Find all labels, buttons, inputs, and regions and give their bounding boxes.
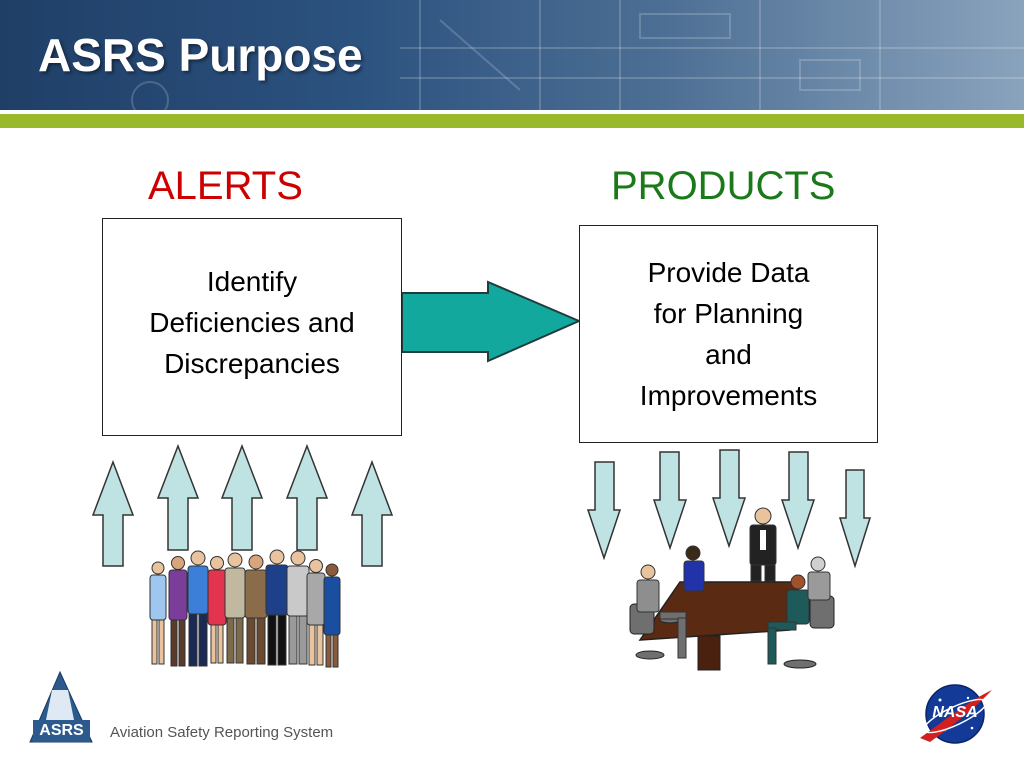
person-figure (286, 550, 310, 665)
footer-text: Aviation Safety Reporting System (110, 724, 334, 741)
down-arrow-2 (652, 451, 688, 551)
down-arrow-5 (838, 469, 872, 569)
person-figure (224, 552, 246, 664)
products-box-text: Provide Data for Planning and Improvemen… (639, 257, 818, 411)
header-divider-gap (0, 110, 1024, 114)
nasa-logo-text: NASA (932, 704, 978, 721)
alerts-box: Identify Deficiencies and Discrepancies (102, 218, 402, 436)
main-flow-arrow (401, 280, 582, 363)
up-arrow-1 (91, 459, 135, 567)
down-arrow-4 (780, 451, 816, 551)
page-title: ASRS Purpose (38, 29, 363, 81)
header-background-texture (131, 0, 1024, 110)
person-figure (807, 556, 831, 601)
person-figure (149, 561, 167, 665)
alerts-heading: ALERTS (148, 164, 303, 208)
asrs-logo-text: ASRS (39, 722, 84, 739)
alerts-box-text: Identify Deficiencies and Discrepancies (149, 266, 355, 379)
person-figure (168, 556, 188, 667)
products-box: Provide Data for Planning and Improvemen… (579, 225, 878, 443)
person-figure (767, 574, 810, 665)
header-accent-rule (0, 114, 1024, 128)
asrs-logo (29, 670, 93, 743)
up-arrow-5 (350, 459, 394, 567)
group-of-people-clipart (149, 549, 341, 668)
up-arrow-3 (220, 443, 264, 551)
meeting-table-clipart (629, 507, 835, 671)
up-arrow-2 (156, 443, 200, 551)
person-figure (323, 563, 341, 668)
person-figure (265, 549, 289, 666)
person-figure (683, 545, 705, 592)
up-arrow-4 (285, 443, 329, 551)
nasa-logo (920, 684, 992, 744)
person-figure (244, 554, 268, 665)
person-figure (306, 559, 326, 666)
person-figure (636, 564, 687, 659)
person-figure (207, 556, 227, 664)
down-arrow-1 (586, 461, 622, 561)
person-figure (749, 507, 777, 582)
products-heading: PRODUCTS (611, 164, 836, 208)
person-figure (187, 550, 209, 667)
down-arrow-3 (711, 449, 747, 549)
slide-header: ASRS Purpose (0, 0, 1024, 110)
